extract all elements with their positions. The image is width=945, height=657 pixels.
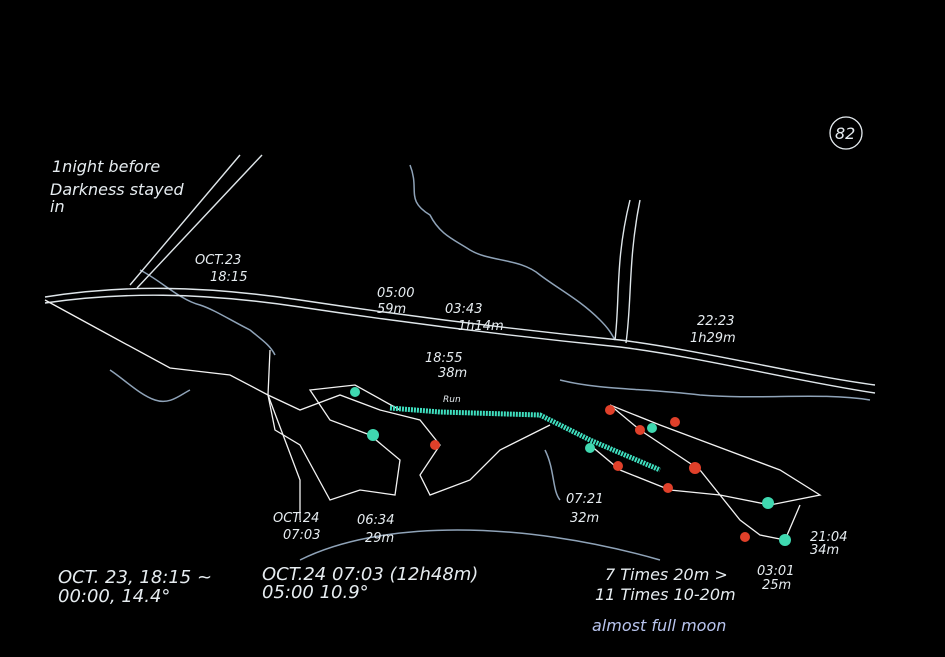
stop-time-label: 06:34 (357, 513, 394, 528)
stop-duration-label: 1h29m (690, 331, 736, 346)
rest-marker-red (740, 532, 750, 542)
rest-marker-red (663, 483, 673, 493)
summary-end: OCT.24 07:03 (12h48m) (262, 564, 478, 585)
moon-note: almost full moon (592, 616, 726, 635)
start-date-label: OCT.23 (195, 253, 241, 268)
stop-time-label: 05:00 (377, 286, 414, 301)
road (129, 154, 263, 289)
stop-duration-label: 32m (570, 511, 599, 526)
summary-dawn-temp: 05:00 10.9° (262, 582, 369, 603)
stop-duration-label: 38m (438, 366, 467, 381)
track (267, 349, 301, 520)
stop-time-label: 18:55 (425, 351, 462, 366)
rest-marker-teal (350, 387, 360, 397)
rest-markers (350, 387, 791, 546)
stop-time-label: 22:23 (697, 314, 734, 329)
stream-line (109, 369, 191, 402)
rest-marker-teal (367, 429, 379, 441)
stop-duration-label: 34m (810, 543, 839, 558)
stop-time-label: 21:04 (810, 530, 847, 545)
rest-marker-teal (779, 534, 791, 546)
stream-line (299, 529, 661, 561)
rest-marker-red (605, 405, 615, 415)
stop-time-label: 03:01 (757, 564, 794, 579)
terrain-lines (109, 164, 871, 561)
rest-marker-teal (647, 423, 657, 433)
summary-midnight-temp: 00:00, 14.4° (58, 586, 170, 607)
stop-time-label: 07:21 (566, 492, 603, 507)
page-number: 82 (835, 124, 855, 143)
run-trail (389, 405, 661, 473)
rest-marker-red (635, 425, 645, 435)
stop-duration-label: 29m (365, 531, 394, 546)
road (44, 287, 876, 386)
road (44, 294, 876, 394)
end-date-label: OCT.24 (273, 511, 319, 526)
end-time-label: 07:03 (283, 528, 320, 543)
road-lines (44, 154, 876, 394)
start-time-label: 18:15 (210, 270, 247, 285)
rest-marker-red (613, 461, 623, 471)
track (267, 384, 401, 501)
summary-start: OCT. 23, 18:15 ~ (58, 567, 212, 588)
summary-rest-count-short: 11 Times 10-20m (595, 585, 736, 604)
stream-line (409, 164, 616, 341)
stream-line (139, 269, 276, 356)
stop-duration-label: 25m (762, 578, 791, 593)
rest-marker-teal (762, 497, 774, 509)
track (589, 404, 822, 541)
run-label: Run (443, 395, 461, 405)
rest-marker-red (689, 462, 701, 474)
stop-duration-label: 59m (377, 302, 406, 317)
rest-marker-red (430, 440, 440, 450)
track (44, 299, 551, 496)
summary-rest-count-long: 7 Times 20m > (605, 565, 728, 584)
stop-time-label: 03:43 (445, 302, 482, 317)
rest-marker-teal (585, 443, 595, 453)
title-note-line: 1night before (52, 157, 160, 176)
title-note-line: Darkness stayed (50, 180, 184, 199)
track-lines (44, 299, 822, 541)
stream-line (559, 379, 871, 401)
page-number-circle (829, 116, 863, 150)
road (614, 199, 641, 344)
stop-duration-label: 1h14m (458, 319, 504, 334)
title-note-line: in (50, 197, 65, 216)
rest-marker-red (670, 417, 680, 427)
stream-line (544, 449, 561, 501)
